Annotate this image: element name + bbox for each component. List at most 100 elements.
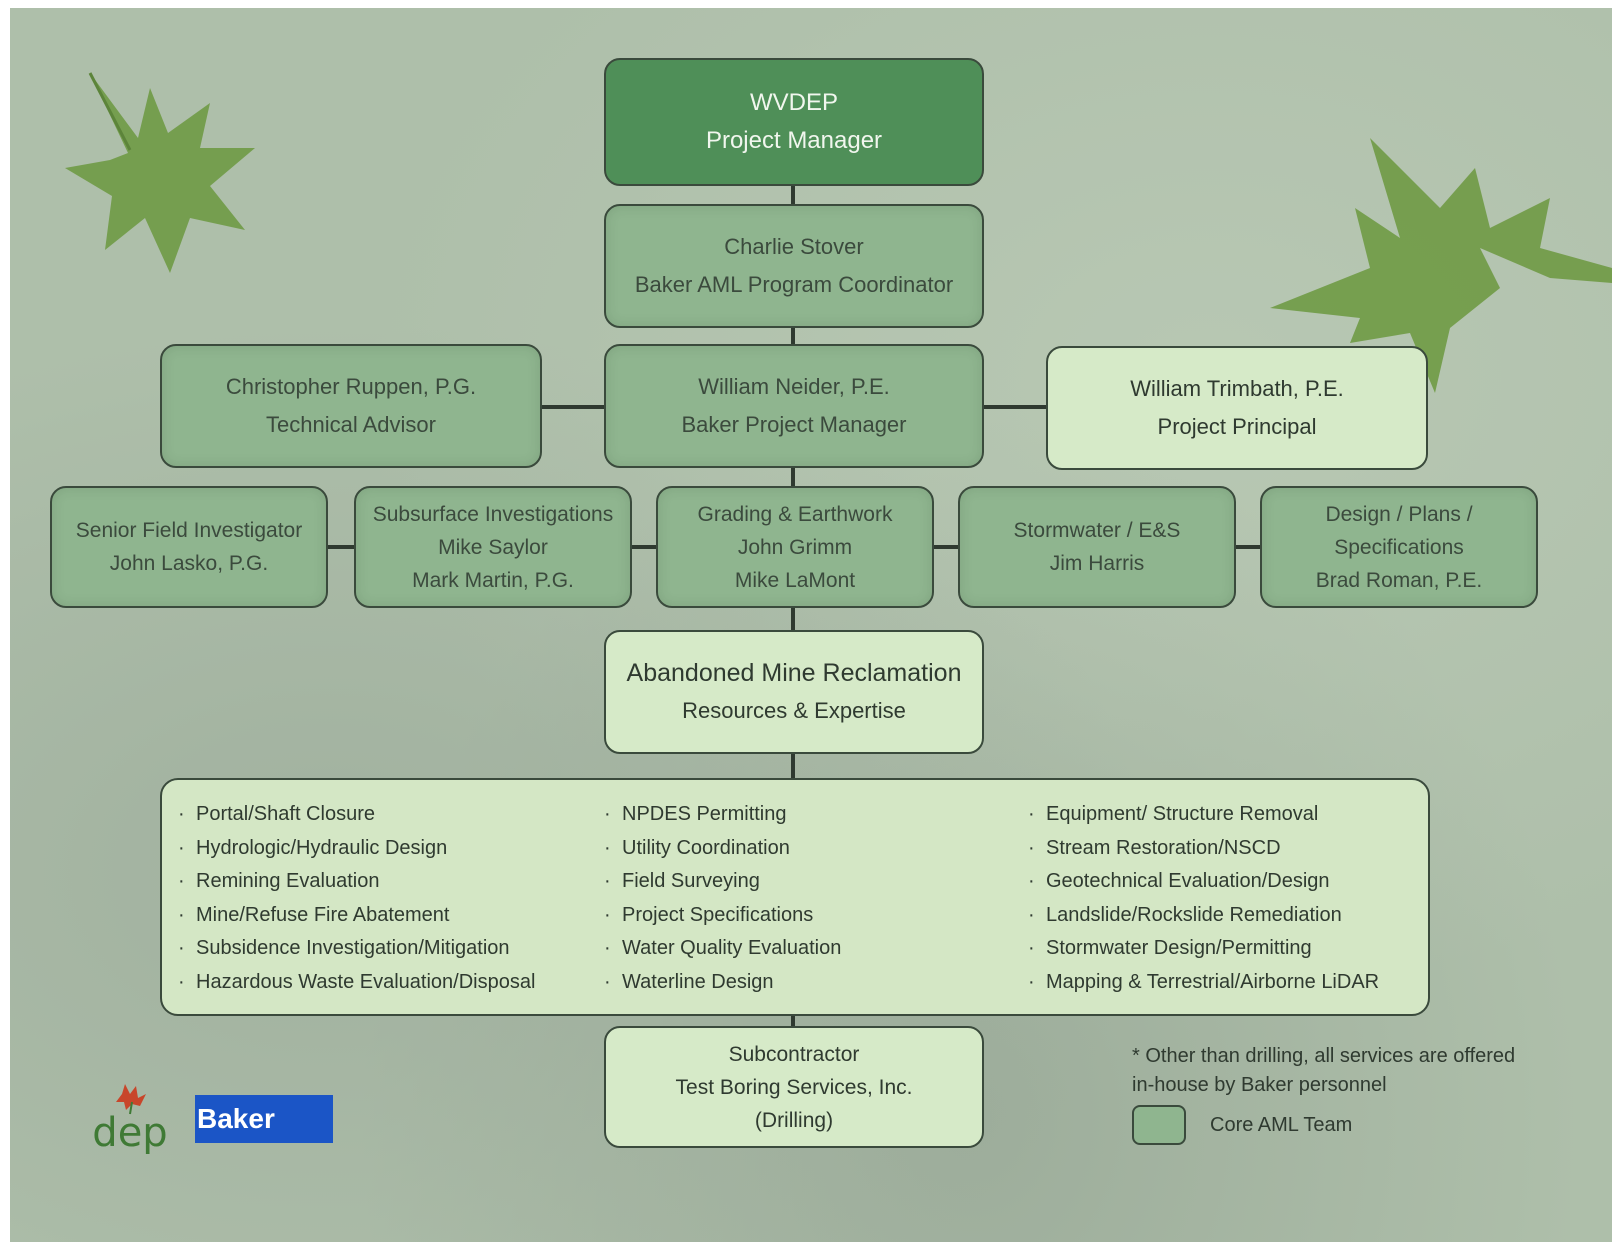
service-label: Hazardous Waste Evaluation/Disposal (196, 970, 536, 993)
bullet-icon: · (1028, 937, 1035, 959)
advisor-role: Technical Advisor (266, 412, 436, 437)
service-item: ·Landslide/Rockslide Remediation (1012, 899, 1379, 933)
service-item: · Utility Coordination (588, 832, 841, 866)
service-label: Stormwater Design/Permitting (1046, 937, 1312, 959)
footnote-line-1: * Other than drilling, all services are … (1132, 1045, 1516, 1067)
grading-name-2: Mike LaMont (734, 568, 856, 592)
senior-field-name: John Lasko, P.G. (109, 552, 269, 575)
org-chart: WVDEP Project Manager Charlie Stover Bak… (10, 8, 1612, 1242)
services-column-3: ·Equipment/ Structure Removal·Stream Res… (1012, 798, 1379, 999)
coordinator-name: Charlie Stover (724, 234, 864, 259)
dep-logo: dep (92, 1084, 168, 1154)
service-item: · Geotechnical Evaluation/Design (1012, 865, 1379, 899)
subcontractor-label: Subcontractor (728, 1042, 860, 1066)
service-item: ·Project Specifications (588, 899, 841, 933)
connector-advisor-manager (539, 405, 605, 409)
project-principal-box: William Trimbath, P.E. Project Principal (1046, 346, 1428, 470)
senior-field-role: Senior Field Investigator (75, 519, 303, 542)
services-panel: ·Portal/Shaft Closure·Hydrologic/Hydraul… (160, 778, 1430, 1016)
subcontractor-company: Test Boring Services, Inc. (675, 1075, 913, 1099)
service-label: Utility Coordination (622, 836, 790, 859)
wvdep-role: Project Manager (705, 127, 883, 154)
principal-role: Project Principal (1157, 414, 1317, 439)
service-label: NPDES Permitting (622, 803, 787, 825)
program-coordinator-box: Charlie Stover Baker AML Program Coordin… (604, 204, 984, 328)
subcontractor-box: Subcontractor Test Boring Services, Inc.… (604, 1026, 984, 1148)
service-label: Stream Restoration/NSCD (1046, 836, 1281, 859)
stormwater-role: Stormwater / E&S (1013, 519, 1181, 542)
design-role-2: Specifications (1334, 535, 1464, 559)
wvdep-label: WVDEP (749, 89, 838, 116)
service-item: · NPDES Permitting (588, 798, 841, 832)
manager-role: Baker Project Manager (681, 412, 907, 437)
bullet-icon: · (1028, 903, 1035, 926)
bullet-icon: · (1028, 803, 1035, 825)
bullet-icon: · (604, 836, 611, 859)
grading-name-1: John Grimm (737, 535, 853, 559)
baker-logo-text: Baker (195, 1095, 275, 1143)
service-item: · Subsidence Investigation/Mitigation (162, 932, 535, 966)
bullet-icon: · (604, 937, 611, 959)
subsurface-name-1: Mike Saylor (438, 535, 548, 559)
maple-leaf-left-icon (65, 72, 255, 273)
subsurface-investigations-box: Subsurface Investigations Mike Saylor Ma… (354, 486, 632, 608)
bullet-icon: · (1028, 870, 1035, 892)
bullet-icon: · (178, 836, 185, 859)
bullet-icon: · (604, 903, 611, 926)
service-label: Waterline Design (622, 970, 774, 993)
design-plans-box: Design / Plans / Specifications Brad Rom… (1260, 486, 1538, 608)
service-item: ·Stream Restoration/NSCD (1012, 832, 1379, 866)
bullet-icon: · (178, 870, 185, 892)
maple-leaf-right-icon (1270, 138, 1612, 393)
subcontractor-service: (Drilling) (754, 1108, 834, 1132)
service-item: · Remining Evaluation (162, 865, 535, 899)
service-item: · Hydrologic/Hydraulic Design (162, 832, 535, 866)
service-label: Field Surveying (622, 870, 760, 892)
service-label: Subsidence Investigation/Mitigation (196, 937, 510, 959)
footnote-line-2: in-house by Baker personnel (1132, 1074, 1387, 1096)
service-label: Mapping & Terrestrial/Airborne LiDAR (1046, 970, 1380, 993)
connector-services-subcontractor (791, 1014, 795, 1028)
connector-manager-grading (791, 466, 795, 488)
service-item: · Water Quality Evaluation (588, 932, 841, 966)
bullet-icon: · (178, 937, 185, 959)
services-column-1: ·Portal/Shaft Closure·Hydrologic/Hydraul… (162, 798, 535, 999)
legend-swatch (1132, 1105, 1186, 1145)
coordinator-role: Baker AML Program Coordinator (634, 272, 954, 297)
service-item: · Waterline Design (588, 966, 841, 1000)
bullet-icon: · (604, 970, 611, 993)
dep-logo-text: dep (92, 1110, 167, 1154)
advisor-name: Christopher Ruppen, P.G. (225, 374, 477, 399)
service-label: Remining Evaluation (196, 870, 380, 892)
aml-resources-box: Abandoned Mine Reclamation Resources & E… (604, 630, 984, 754)
service-label: Geotechnical Evaluation/Design (1046, 870, 1330, 892)
manager-name: William Neider, P.E. (698, 374, 890, 399)
connector-grading-aml (791, 606, 795, 630)
service-label: Mine/Refuse Fire Abatement (196, 903, 450, 926)
service-item: · Mine/Refuse Fire Abatement (162, 899, 535, 933)
legend-label: Core AML Team (1210, 1114, 1353, 1136)
baker-logo: Baker (195, 1095, 333, 1143)
baker-project-manager-box: William Neider, P.E. Baker Project Manag… (604, 344, 984, 468)
stormwater-name: Jim Harris (1049, 552, 1145, 575)
service-label: Hydrologic/Hydraulic Design (196, 836, 448, 859)
bullet-icon: · (178, 903, 185, 926)
aml-title: Abandoned Mine Reclamation (626, 659, 962, 687)
grading-role: Grading & Earthwork (697, 502, 893, 526)
design-name: Brad Roman, P.E. (1315, 568, 1483, 592)
principal-name: William Trimbath, P.E. (1130, 376, 1344, 401)
bullet-icon: · (1028, 970, 1035, 993)
design-role-1: Design / Plans / (1325, 502, 1473, 526)
bullet-icon: · (178, 803, 185, 825)
connector-manager-principal (981, 405, 1047, 409)
service-item: · Field Surveying (588, 865, 841, 899)
bullet-icon: · (604, 870, 611, 892)
service-label: Equipment/ Structure Removal (1046, 803, 1319, 825)
connector-aml-services (791, 751, 795, 779)
subsurface-role: Subsurface Investigations (372, 502, 614, 526)
bullet-icon: · (604, 803, 611, 825)
service-label: Water Quality Evaluation (622, 937, 842, 959)
connector-wvdep-coordinator (791, 186, 795, 206)
service-item: ·Portal/Shaft Closure (162, 798, 535, 832)
wvdep-project-manager-box: WVDEP Project Manager (604, 58, 984, 186)
